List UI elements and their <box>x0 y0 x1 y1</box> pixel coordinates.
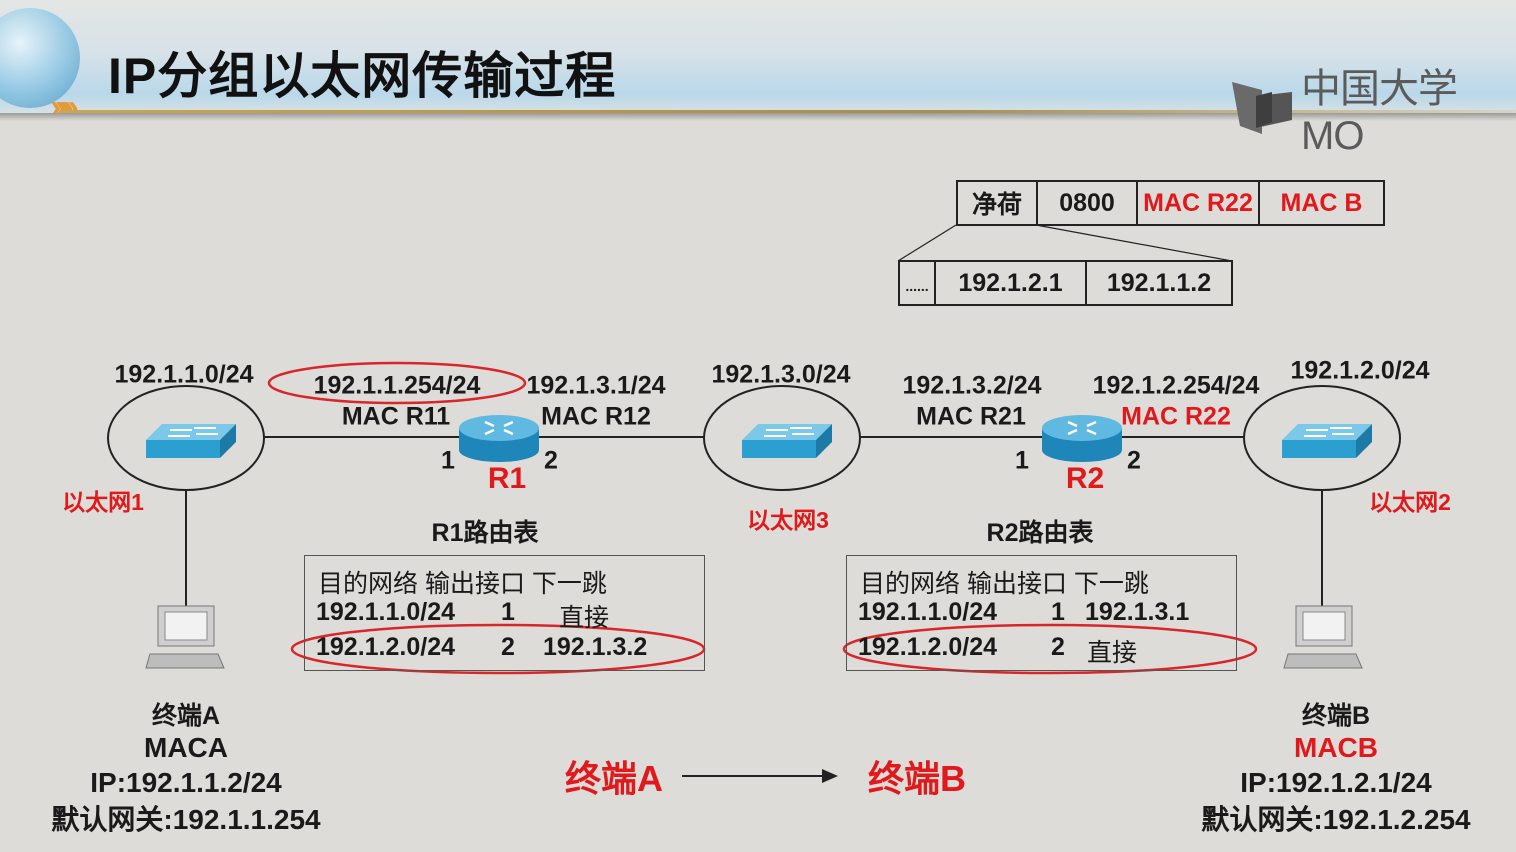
table-cell-nexthop: 192.1.3.1 <box>1085 598 1190 626</box>
r2-port1: 1 <box>1015 446 1029 475</box>
frame-dst-mac: MAC B <box>1258 180 1385 226</box>
table-cell-dest: 192.1.2.0/24 <box>858 633 998 661</box>
r2-if2-ip: 192.1.2.254/24 <box>1092 371 1260 400</box>
r2-port2: 2 <box>1127 446 1141 475</box>
net1-label: 以太网1 <box>62 489 144 515</box>
host-a-mac: MACA <box>144 732 228 763</box>
table-cell-nexthop: 192.1.3.2 <box>543 633 648 661</box>
r1-port1: 1 <box>441 446 455 475</box>
host-b-mac: MACB <box>1294 732 1378 763</box>
switch-icon <box>742 424 832 458</box>
ethernet1-ellipse <box>107 385 265 491</box>
ethernet2-ellipse <box>1243 385 1401 491</box>
table-cell-nexthop: 直接 <box>1087 639 1138 667</box>
table-cell-dest: 192.1.1.0/24 <box>316 598 456 626</box>
r1-if1-mac: MAC R11 <box>341 402 451 431</box>
frame-src-mac: MAC R22 <box>1136 180 1260 226</box>
computer-icon <box>1283 605 1363 669</box>
host-b-ip: IP:192.1.2.1/24 <box>1240 767 1432 798</box>
table-cell-dest: 192.1.2.0/24 <box>316 633 456 661</box>
r2-routing-table: 目的网络 输出接口 下一跳 192.1.1.0/24 1 192.1.3.1 1… <box>846 555 1237 671</box>
switch-icon <box>1282 424 1372 458</box>
host-b-name: 终端B <box>1301 702 1371 730</box>
book-logo-icon <box>1232 81 1292 134</box>
header-shadow <box>0 113 1516 121</box>
switch-icon <box>146 424 236 458</box>
router-icon <box>1042 415 1122 462</box>
net2-prefix: 192.1.2.0/24 <box>1290 356 1430 385</box>
r2-table-title: R2路由表 <box>986 519 1094 547</box>
slide-title: IP分组以太网传输过程 <box>108 48 617 104</box>
frame-type: 0800 <box>1036 180 1138 226</box>
frame-expand-line-left <box>897 224 957 262</box>
r1-table-title: R1路由表 <box>431 519 539 547</box>
host-a-name: 终端A <box>151 702 221 730</box>
frame-expand-line-right <box>1035 224 1233 262</box>
r2-name: R2 <box>1065 462 1105 495</box>
r1-port2: 2 <box>544 446 558 475</box>
r1-if2-mac: MAC R12 <box>541 402 651 431</box>
host-b-gateway: 默认网关:192.1.2.254 <box>1201 804 1471 835</box>
net3-prefix: 192.1.3.0/24 <box>711 360 851 389</box>
table-cell-iface: 2 <box>501 633 515 661</box>
arrow-head-icon <box>822 769 838 783</box>
r1-if1-ip: 192.1.1.254/24 <box>313 371 481 400</box>
header-divider <box>60 110 1516 113</box>
net1-prefix: 192.1.1.0/24 <box>114 360 254 389</box>
r1-routing-table: 目的网络 输出接口 下一跳 192.1.1.0/24 1 直接 192.1.2.… <box>304 555 705 671</box>
r1-name: R1 <box>487 462 527 495</box>
table-cell-iface: 1 <box>1051 598 1065 626</box>
net3-label: 以太网3 <box>747 507 829 533</box>
flow-destination: 终端B <box>868 758 966 799</box>
ip-other-fields: ...... <box>898 260 936 306</box>
gateway-highlight-ellipse <box>267 361 527 405</box>
r2-if2-mac: MAC R22 <box>1121 402 1231 431</box>
host-a-gateway: 默认网关:192.1.1.254 <box>51 804 321 835</box>
table-cell-dest: 192.1.1.0/24 <box>858 598 998 626</box>
ethernet3-ellipse <box>703 385 861 491</box>
table-cell-nexthop: 直接 <box>559 604 610 632</box>
mooc-logo: 中国大学MO <box>1232 56 1516 159</box>
frame-payload: 净荷 <box>956 180 1038 226</box>
table-header: 目的网络 输出接口 下一跳 <box>318 570 607 598</box>
globe-icon <box>0 8 80 108</box>
r2-if1-ip: 192.1.3.2/24 <box>902 371 1042 400</box>
r2-route-highlight-ellipse <box>842 623 1258 675</box>
logo-text: 中国大学MO <box>1301 67 1458 158</box>
table-header: 目的网络 输出接口 下一跳 <box>860 570 1149 598</box>
table-cell-iface: 2 <box>1051 633 1065 661</box>
flow-source: 终端A <box>565 758 663 799</box>
ip-src-addr: 192.1.1.2 <box>1085 260 1233 306</box>
r2-if1-mac: MAC R21 <box>916 402 1026 431</box>
r1-if2-ip: 192.1.3.1/24 <box>526 371 666 400</box>
net2-label: 以太网2 <box>1369 489 1451 515</box>
host-a-ip: IP:192.1.1.2/24 <box>90 767 282 798</box>
ip-dst-addr: 192.1.2.1 <box>934 260 1087 306</box>
computer-icon <box>145 605 225 669</box>
router-icon <box>459 415 539 462</box>
table-cell-iface: 1 <box>501 598 515 626</box>
